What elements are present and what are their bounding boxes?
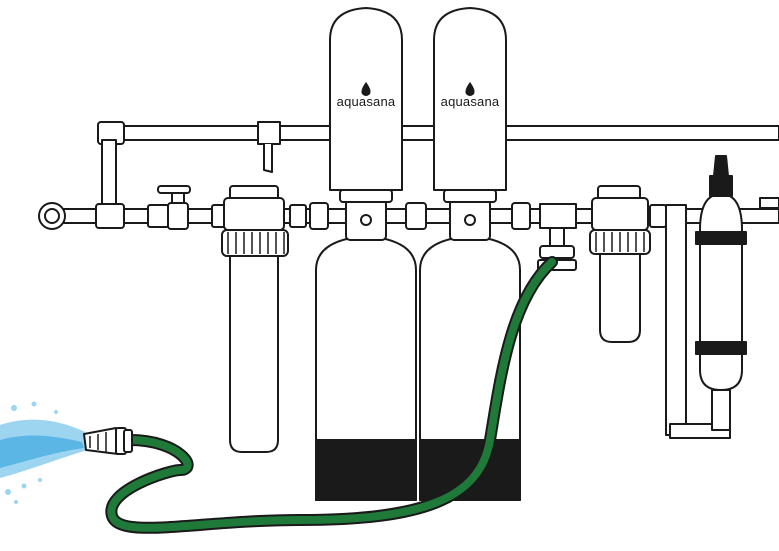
tank-left-brand: aquasana	[336, 94, 396, 109]
aquasana-logo-icon	[361, 82, 371, 96]
inlet-valve	[157, 185, 191, 230]
water-spray	[0, 401, 88, 504]
hose-nozzle	[83, 427, 133, 455]
uv-sterilizer	[665, 155, 779, 439]
carbon-tank-right	[419, 7, 521, 501]
tank-right-brand: aquasana	[440, 94, 500, 109]
pre-filter	[221, 185, 289, 453]
carbon-tank-left	[315, 7, 417, 501]
aquasana-logo-icon	[465, 82, 475, 96]
post-filter	[589, 185, 651, 343]
